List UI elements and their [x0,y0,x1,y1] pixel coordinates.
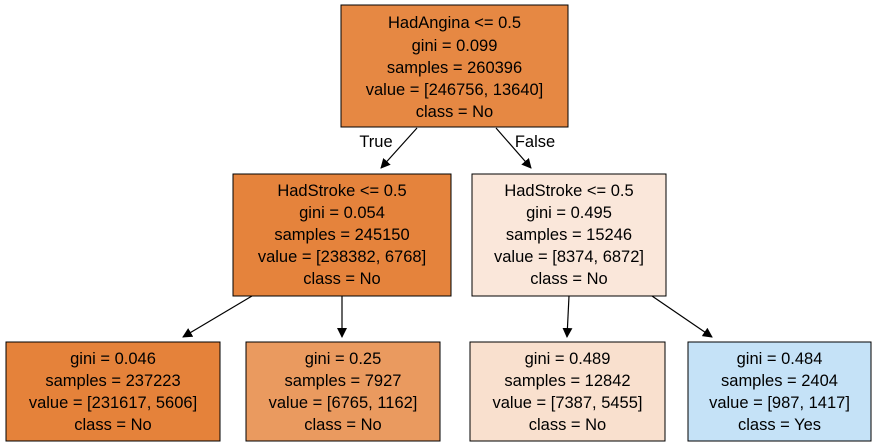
node-value: value = [987, 1417] [709,394,850,412]
tree-node-root: HadAngina <= 0.5 gini = 0.099 samples = … [340,4,569,128]
node-gini: gini = 0.484 [737,350,823,368]
tree-leaf-left-right: gini = 0.25 samples = 7927 value = [6765… [245,341,441,442]
node-value: value = [246756, 13640] [366,81,544,99]
node-class: class = Yes [738,416,821,434]
node-value: value = [7387, 5455] [493,394,643,412]
edge-root-to-left [380,127,418,169]
tree-leaf-right-right: gini = 0.484 samples = 2404 value = [987… [687,341,872,442]
node-value: value = [6765, 1162] [269,394,418,412]
node-gini: gini = 0.054 [299,204,385,222]
tree-leaf-right-left: gini = 0.489 samples = 12842 value = [73… [469,341,666,442]
node-class: class = No [530,270,608,288]
edge-right-to-right-right [651,295,713,338]
node-box [471,173,667,297]
node-gini: gini = 0.489 [525,350,611,368]
node-samples: samples = 2404 [721,372,838,390]
node-gini: gini = 0.046 [70,350,156,368]
node-box [340,4,569,128]
node-gini: gini = 0.25 [305,350,382,368]
node-value: value = [8374, 6872] [494,248,644,266]
node-gini: gini = 0.495 [526,204,612,222]
node-value: value = [231617, 5606] [29,394,197,412]
node-split-rule: HadStroke <= 0.5 [277,182,406,200]
node-box [232,173,452,297]
node-class: class = No [416,103,494,121]
node-samples: samples = 7927 [285,372,402,390]
tree-node-right: HadStroke <= 0.5 gini = 0.495 samples = … [471,173,667,297]
tree-leaf-left-left: gini = 0.046 samples = 237223 value = [2… [5,341,221,442]
tree-node-left: HadStroke <= 0.5 gini = 0.054 samples = … [232,173,452,297]
node-samples: samples = 237223 [45,372,180,390]
node-class: class = No [74,416,152,434]
node-box [245,341,441,442]
node-box [687,341,872,442]
node-samples: samples = 260396 [387,59,522,77]
edge-root-to-right [495,127,532,169]
node-gini: gini = 0.099 [412,37,498,55]
edge-left-to-left-left [182,295,253,338]
node-samples: samples = 245150 [274,226,409,244]
edge-right-to-right-left [562,295,573,338]
node-value: value = [238382, 6768] [258,248,426,266]
node-samples: samples = 12842 [504,372,630,390]
node-split-rule: HadStroke <= 0.5 [504,182,633,200]
node-class: class = No [303,270,381,288]
node-class: class = No [304,416,382,434]
node-samples: samples = 15246 [506,226,632,244]
node-box [469,341,666,442]
edges [182,127,713,338]
node-box [5,341,221,442]
edge-label-false: False [515,133,555,151]
edge-label-true: True [359,133,392,151]
node-class: class = No [529,416,607,434]
node-split-rule: HadAngina <= 0.5 [388,14,521,32]
